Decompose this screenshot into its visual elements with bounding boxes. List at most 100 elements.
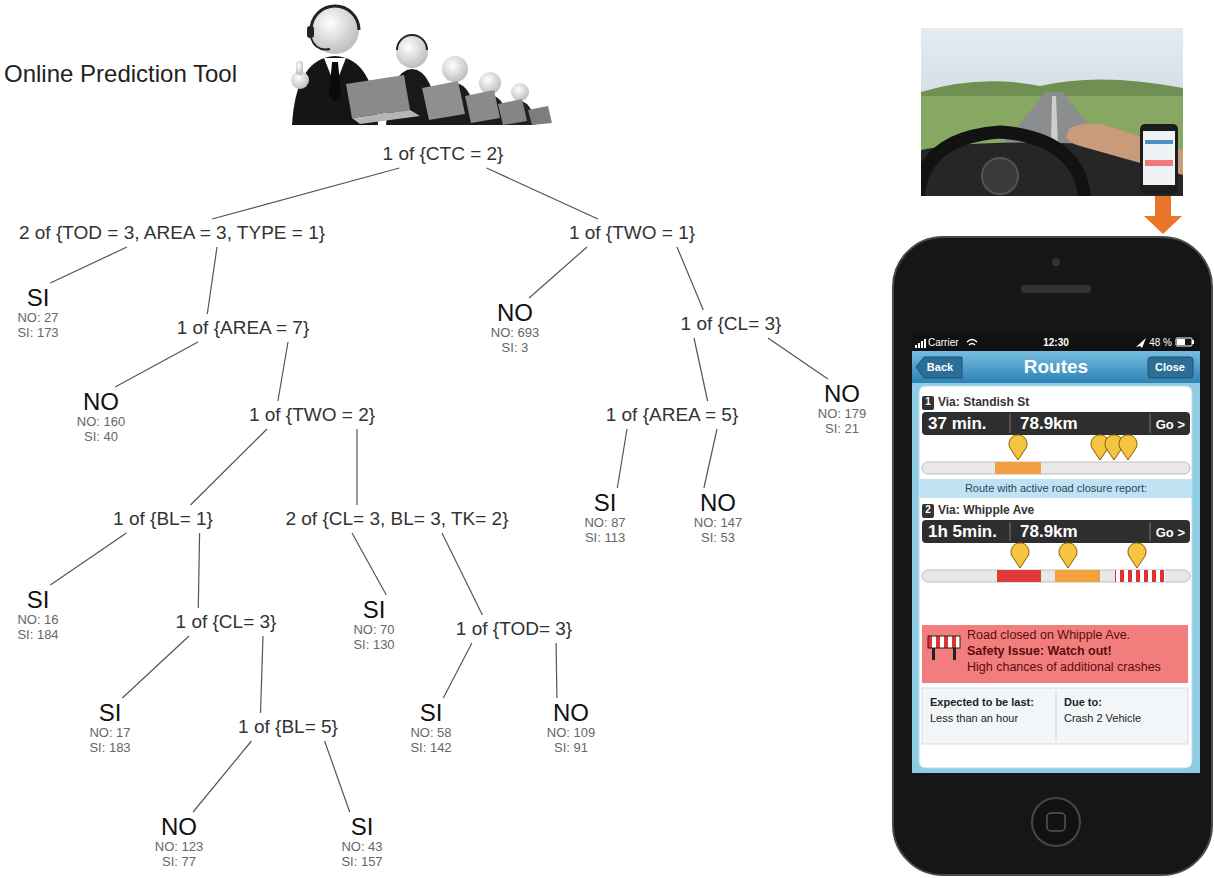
smartphone [922, 504, 934, 518]
class-count: SI: 173 [17, 325, 58, 340]
smartphone [1115, 570, 1165, 582]
call-center-clipart [307, 26, 314, 38]
driver-photo [1145, 140, 1173, 144]
class-count: NO: 43 [341, 839, 382, 854]
call-center-clipart [397, 35, 427, 50]
class-count: NO: 179 [818, 406, 866, 421]
class-count: NO: 147 [694, 515, 742, 530]
class-label: SI [584, 491, 625, 515]
tree-branch [704, 429, 717, 488]
tree-branch [50, 247, 127, 283]
tree-branch [442, 533, 482, 615]
smartphone [1059, 543, 1077, 568]
driver-photo [1140, 124, 1178, 194]
call-center-clipart [442, 56, 468, 82]
smartphone [1056, 690, 1057, 742]
split-node: 1 of {AREA = 5} [601, 401, 744, 429]
leaf-node: SINO: 16SI: 184 [13, 585, 62, 645]
leaf-node: SINO: 17SI: 183 [85, 698, 134, 758]
class-label: SI [410, 701, 451, 725]
smartphone [1148, 357, 1193, 378]
split-node: 2 of {CL= 3, BL= 3, TK= 2} [280, 505, 513, 533]
split-node: 1 of {CL= 3} [171, 608, 282, 636]
tree-branch [212, 168, 399, 219]
split-rule: 1 of {CTC = 2} [383, 143, 504, 165]
screen-text: High chances of additional crashes [967, 660, 1161, 675]
tree-branch [352, 533, 386, 595]
split-rule: 2 of {TOD = 3, AREA = 3, TYPE = 1} [19, 222, 325, 244]
driver-photo [1143, 131, 1175, 185]
smartphone [932, 648, 935, 660]
screen-text: Via: Standish St [938, 395, 1029, 409]
split-node: 1 of {BL= 1} [108, 505, 218, 533]
class-count: NO: 70 [353, 622, 394, 637]
class-count: NO: 87 [584, 515, 625, 530]
class-label: SI [353, 598, 394, 622]
smartphone [969, 344, 975, 346]
smartphone [1192, 340, 1194, 344]
smartphone [924, 339, 926, 348]
split-rule: 2 of {CL= 3, BL= 3, TK= 2} [285, 508, 508, 530]
call-center-clipart [498, 99, 527, 125]
smartphone [967, 340, 977, 343]
screen-text: Close [1155, 361, 1185, 374]
class-label: NO [818, 382, 866, 406]
class-count: NO: 123 [155, 839, 203, 854]
tree-branch [617, 429, 627, 488]
leaf-node: NONO: 123SI: 77 [151, 812, 207, 872]
smartphone [922, 520, 1190, 543]
class-label: NO [77, 390, 125, 414]
call-center-clipart [296, 61, 303, 75]
screen-text: 37 min. [928, 414, 987, 434]
class-count: NO: 27 [17, 310, 58, 325]
split-rule: 1 of {BL= 5} [238, 716, 338, 738]
leaf-node: SINO: 43SI: 157 [337, 812, 386, 872]
class-count: SI: 184 [17, 627, 58, 642]
tree-branch [198, 533, 199, 608]
call-center-clipart [311, 38, 330, 50]
leaf-node: NONO: 693SI: 3 [487, 298, 543, 358]
tree-branch [207, 247, 217, 314]
call-center-clipart [528, 106, 552, 125]
smartphone [1055, 570, 1100, 582]
call-center-clipart [291, 6, 552, 125]
smartphone [1010, 522, 1011, 541]
driver-photo [921, 28, 1183, 196]
class-count: NO: 109 [547, 725, 595, 740]
driver-photo [982, 158, 1018, 194]
class-label: NO [155, 815, 203, 839]
smartphone [1150, 522, 1151, 541]
call-center-clipart [311, 6, 359, 30]
screen-text: 48 % [1149, 337, 1172, 349]
call-center-clipart [465, 90, 500, 123]
class-count: NO: 160 [77, 414, 125, 429]
leaf-node: SINO: 70SI: 130 [349, 595, 398, 655]
class-count: SI: 77 [155, 854, 203, 869]
screen-text: 1h 5min. [928, 522, 997, 542]
leaf-node: SINO: 58SI: 142 [406, 698, 455, 758]
smartphone [912, 351, 1200, 383]
smartphone [953, 648, 956, 660]
tree-branch [768, 338, 828, 379]
smartphone [912, 332, 1200, 351]
smartphone [921, 341, 923, 348]
tree-branch [261, 636, 264, 713]
screen-text: 1 [925, 396, 931, 408]
screen-text: Via: Whipple Ave [938, 503, 1034, 517]
diagram-title: Online Prediction Tool [4, 60, 237, 88]
smartphone [1128, 543, 1146, 568]
smartphone [1119, 435, 1137, 460]
split-node: 1 of {AREA = 7} [172, 314, 315, 342]
split-rule: 1 of {BL= 1} [113, 508, 213, 530]
driver-photo [921, 132, 1085, 196]
screen-text: Road closed on Whipple Ave. [967, 628, 1130, 643]
driver-photo [921, 28, 1183, 196]
class-count: SI: 53 [694, 530, 742, 545]
screen-text: 12:30 [1043, 337, 1069, 349]
class-count: NO: 17 [89, 725, 130, 740]
smartphone [1021, 285, 1091, 293]
class-count: SI: 142 [410, 740, 451, 755]
tree-branch [529, 247, 587, 298]
